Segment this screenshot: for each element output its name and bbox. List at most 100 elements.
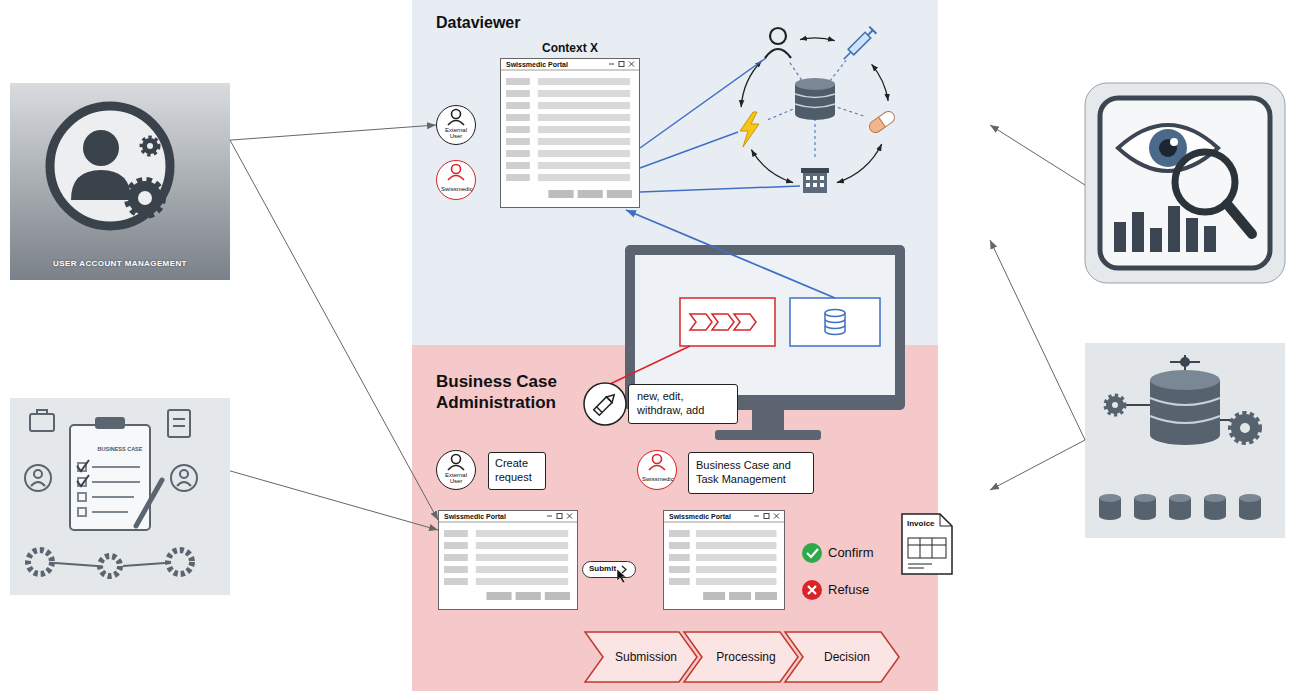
document-table xyxy=(908,538,946,558)
person-badge xyxy=(437,106,475,144)
button-ground xyxy=(582,561,636,578)
window-art xyxy=(696,566,777,573)
window-art xyxy=(629,62,634,67)
window-art xyxy=(444,566,468,573)
db-bottom xyxy=(1150,425,1220,445)
data-db-icon xyxy=(825,313,845,335)
person-badge xyxy=(452,165,461,174)
process-step: Processing xyxy=(684,632,798,682)
window-art xyxy=(476,554,568,561)
ring xyxy=(872,64,889,100)
window-art xyxy=(506,150,530,157)
window-art xyxy=(548,190,573,198)
bars xyxy=(1186,218,1198,252)
blue-links xyxy=(640,58,766,148)
window-art xyxy=(755,592,777,600)
window-art xyxy=(486,592,511,600)
window-art xyxy=(444,554,468,561)
data-arrow xyxy=(626,210,835,298)
document-lines xyxy=(908,514,952,568)
person-badge xyxy=(448,176,464,181)
window-art xyxy=(607,190,632,198)
window-art xyxy=(619,62,624,67)
people xyxy=(31,482,45,486)
window-art xyxy=(545,592,570,600)
window-art xyxy=(476,542,568,549)
building xyxy=(813,176,817,180)
tile-ground xyxy=(10,83,230,280)
db-top xyxy=(1150,370,1220,390)
people xyxy=(30,414,54,431)
db-row xyxy=(1239,494,1261,502)
status-label: Refuse xyxy=(828,582,869,597)
db-row xyxy=(1134,494,1156,502)
window-art xyxy=(506,102,530,109)
swissmedic-circle: Swissmedic xyxy=(436,160,476,200)
process-panel xyxy=(680,298,775,346)
node-label: USER ACCOUNT MANAGEMENT xyxy=(10,259,230,268)
window-art xyxy=(444,542,468,549)
people xyxy=(168,410,190,437)
pencil-icon xyxy=(606,392,617,403)
user-body xyxy=(71,170,131,200)
node-label: Processing xyxy=(706,650,775,664)
node-label: Business Case and Task Management xyxy=(696,459,806,487)
connector-arrow xyxy=(230,140,438,520)
db-row xyxy=(1099,512,1121,520)
person-icon xyxy=(765,28,791,58)
db-row xyxy=(1169,494,1191,502)
node-label: Business Case Administration xyxy=(436,371,586,414)
chevron-shape xyxy=(684,632,798,682)
window-art xyxy=(506,90,530,97)
window-art xyxy=(538,90,630,97)
blue-links xyxy=(640,58,800,192)
window-art xyxy=(754,516,759,517)
building xyxy=(813,183,817,187)
window-art xyxy=(538,150,630,157)
people xyxy=(173,425,185,427)
user-head xyxy=(83,130,119,166)
person-icon xyxy=(765,49,791,58)
tile-arrows xyxy=(990,125,1085,185)
submit-button: Submit xyxy=(582,561,636,578)
gear-hole xyxy=(147,143,153,149)
window-art xyxy=(669,542,690,549)
portal-window: Swissmedic Portal xyxy=(663,510,785,610)
monitor-frame xyxy=(625,245,905,410)
glint xyxy=(1170,138,1178,146)
ring xyxy=(751,150,793,183)
user-circle: External User xyxy=(436,105,476,145)
central-db xyxy=(795,78,835,120)
node-label: Swissmedic Portal xyxy=(444,513,506,521)
window-art xyxy=(669,566,690,573)
window-art xyxy=(538,174,630,181)
window-art xyxy=(506,126,530,133)
db-row xyxy=(1204,512,1226,520)
user-circle: External User xyxy=(436,450,476,490)
db-row xyxy=(1169,512,1191,520)
gears xyxy=(168,550,192,574)
window-art xyxy=(444,578,468,585)
refuse-cross xyxy=(808,586,816,594)
pupil xyxy=(1159,139,1177,157)
person-badge xyxy=(452,455,461,464)
clipboard xyxy=(70,425,150,530)
data-db-icon xyxy=(825,310,845,335)
window-art xyxy=(476,530,568,537)
central-db xyxy=(795,94,835,108)
gears xyxy=(28,550,52,574)
pill xyxy=(879,109,897,127)
person-badge xyxy=(437,451,475,489)
action-box: Business Case and Task Management xyxy=(688,452,814,494)
db-band xyxy=(1150,398,1220,423)
window-art xyxy=(538,78,630,85)
gears xyxy=(28,550,192,576)
window-art xyxy=(696,542,777,549)
data-db-icon xyxy=(825,310,845,317)
window-art xyxy=(729,592,751,600)
window-art xyxy=(516,592,541,600)
tile-arrows xyxy=(990,440,1085,490)
window-art xyxy=(476,578,568,585)
